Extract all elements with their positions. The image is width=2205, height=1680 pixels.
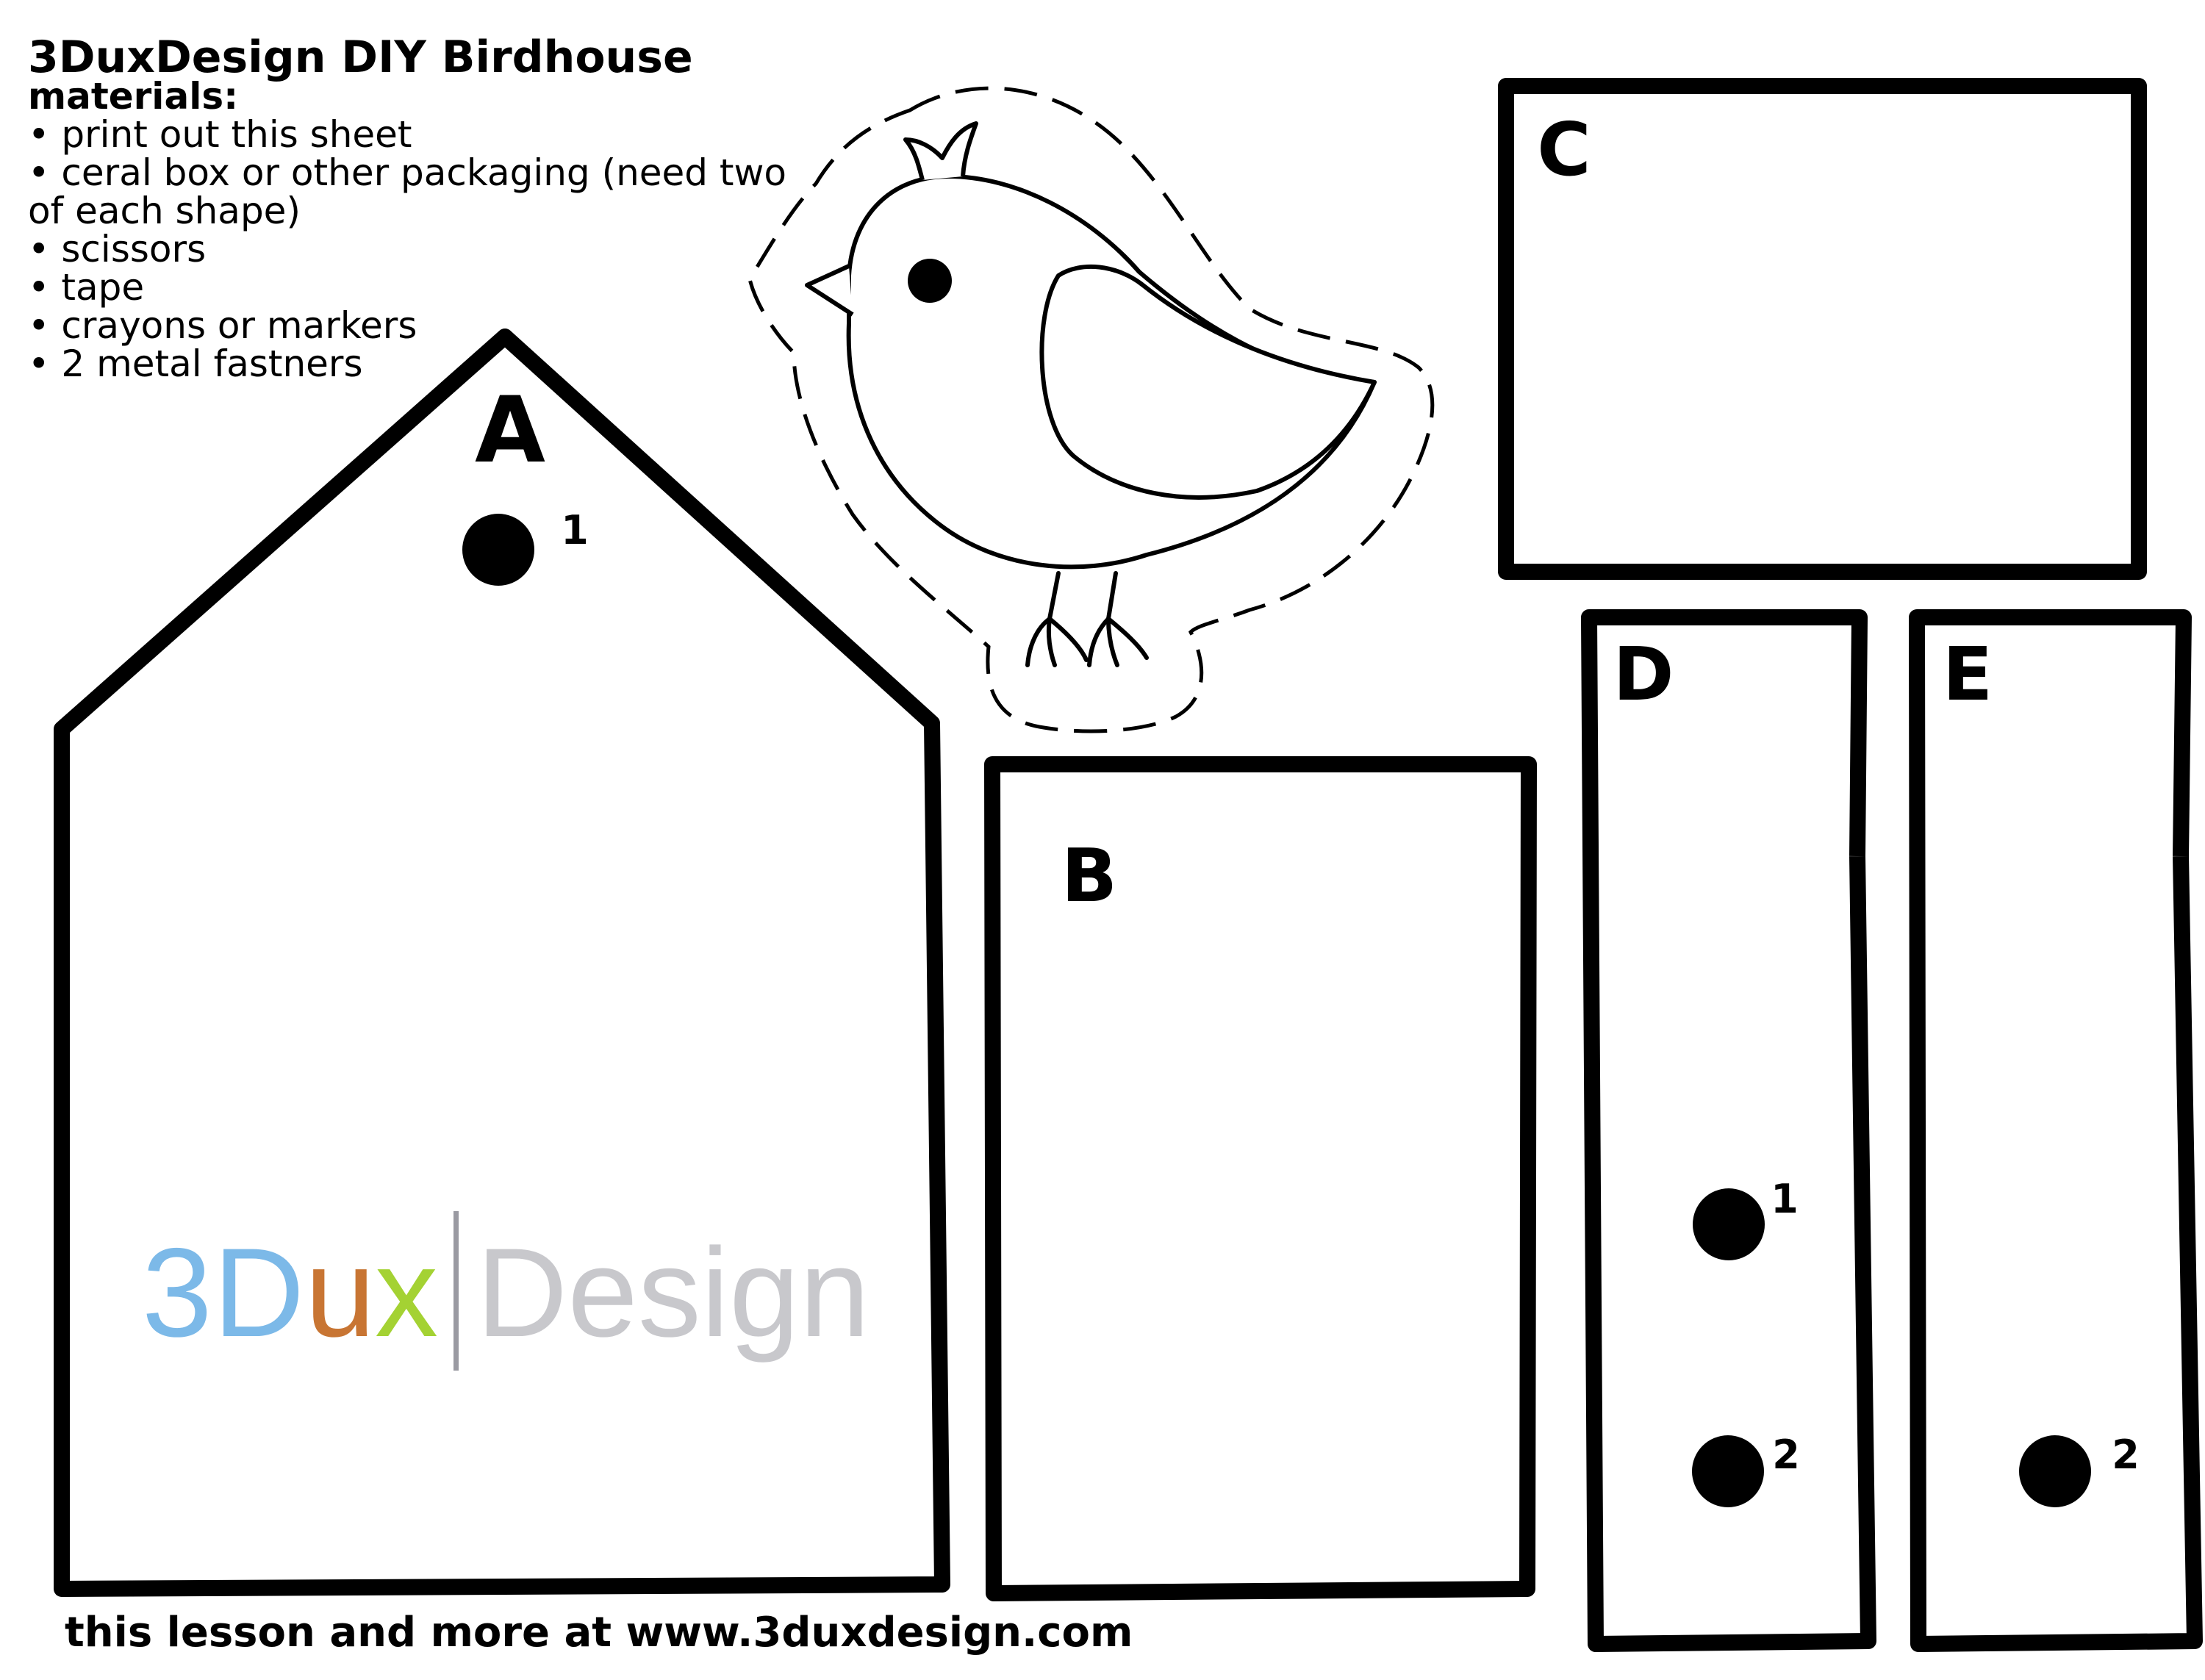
materials-heading: materials: xyxy=(28,75,238,118)
piece-e-label: E xyxy=(1943,631,1993,717)
materials-item: • 2 metal fastners xyxy=(28,342,363,385)
hole-number: 2 xyxy=(1772,1432,1800,1478)
piece-c-outline xyxy=(1498,78,2147,580)
piece-b-label: B xyxy=(1061,833,1117,919)
piece-e: E 2 xyxy=(1909,609,2203,1652)
bird-crest xyxy=(903,121,978,181)
materials-item: • scissors xyxy=(28,228,206,270)
fastener-hole xyxy=(1693,1188,1765,1260)
fastener-hole xyxy=(462,514,534,586)
piece-b-outline xyxy=(984,756,1537,1601)
hole-number: 1 xyxy=(561,507,589,553)
logo-char: u xyxy=(305,1222,376,1363)
bird-eye xyxy=(908,259,952,303)
materials-item: • tape xyxy=(28,266,144,309)
logo-char: 3 xyxy=(142,1222,212,1363)
bird-wing xyxy=(1039,264,1377,500)
piece-e-outline xyxy=(1909,609,2203,1652)
fastener-hole xyxy=(1692,1435,1764,1507)
logo-divider xyxy=(453,1211,459,1371)
piece-d-outline xyxy=(1581,609,1876,1652)
hole-number: 1 xyxy=(1771,1176,1799,1222)
hole-number: 2 xyxy=(2112,1432,2140,1478)
bird-legs xyxy=(1025,571,1149,667)
footer-link-text: this lesson and more at www.3duxdesign.c… xyxy=(65,1609,1133,1656)
bird-cutout xyxy=(747,86,1435,733)
piece-a-outline xyxy=(54,329,950,1597)
piece-d-label: D xyxy=(1613,631,1674,717)
bird-beak xyxy=(805,264,854,317)
materials-item: • ceral box or other packaging (need two xyxy=(28,151,786,194)
logo-char: x xyxy=(375,1222,438,1363)
piece-c-label: C xyxy=(1537,107,1591,193)
piece-a-label: A xyxy=(475,378,545,484)
logo-word: Design xyxy=(476,1222,870,1363)
brand-logo: 3 D u x Design xyxy=(142,1211,870,1371)
piece-b: B xyxy=(984,756,1537,1601)
materials-item: of each shape) xyxy=(28,190,301,232)
sheet-title: 3DuxDesign DIY Birdhouse xyxy=(28,32,693,83)
piece-d: D 1 2 xyxy=(1581,609,1876,1652)
piece-a: A 1 xyxy=(54,329,950,1597)
materials-item: • crayons or markers xyxy=(28,304,417,347)
piece-c: C xyxy=(1498,78,2147,580)
materials-item: • print out this sheet xyxy=(28,113,412,156)
dashed-cut-line xyxy=(747,86,1435,733)
logo-char: D xyxy=(213,1222,304,1363)
materials-block: 3DuxDesign DIY Birdhouse materials: • pr… xyxy=(28,32,786,385)
fastener-hole xyxy=(2019,1435,2091,1507)
